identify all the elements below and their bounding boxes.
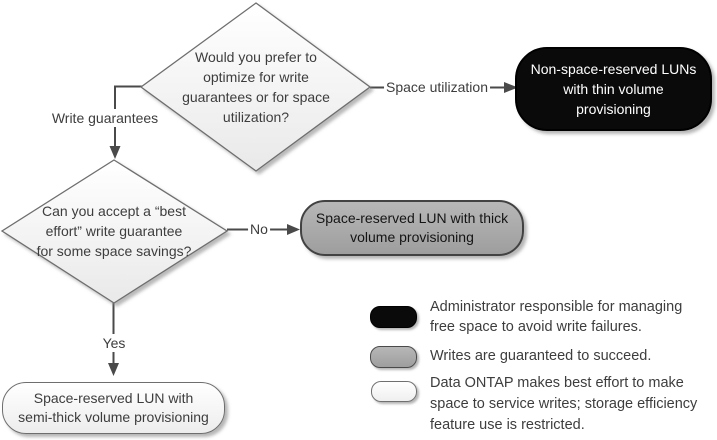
connector-yes <box>108 303 119 376</box>
legend-swatch-black-icon <box>370 306 417 328</box>
edge-label-no: No <box>248 220 270 238</box>
decision-diamond-optimize <box>139 2 372 172</box>
arrow-right-icon <box>504 82 518 93</box>
outcome-pill-thick-provisioning: Space-reserved LUN with thick volume pro… <box>300 200 524 256</box>
decision-diamond-best-effort <box>0 159 229 304</box>
legend-swatch-gray-icon <box>370 346 417 368</box>
edge-label-space-utilization: Space utilization <box>384 78 490 96</box>
arrow-down-icon <box>109 146 121 159</box>
legend-text-gray: Writes are guaranteed to succeed. <box>430 348 652 364</box>
legend-text-black: Administrator responsible for managing f… <box>430 299 683 335</box>
edge-label-write-guarantees: Write guarantees <box>49 109 161 127</box>
legend-swatch-white-icon <box>371 381 417 402</box>
outcome-pill-semi-thick-provisioning: Space-reserved LUN with semi-thick volum… <box>2 382 225 434</box>
legend-text-white: Data ONTAP makes best effort to make spa… <box>430 375 698 433</box>
decision-text-best-effort: Can you accept a “best effort” write gua… <box>36 203 192 259</box>
arrow-down-icon <box>108 363 119 376</box>
outcome-pill-thin-provisioning: Non-space-reserved LUNs with thin volume… <box>515 47 712 131</box>
decision-text-optimize: Would you prefer to optimize for write g… <box>182 49 330 125</box>
arrow-right-icon <box>287 224 300 235</box>
edge-label-yes: Yes <box>100 334 128 352</box>
